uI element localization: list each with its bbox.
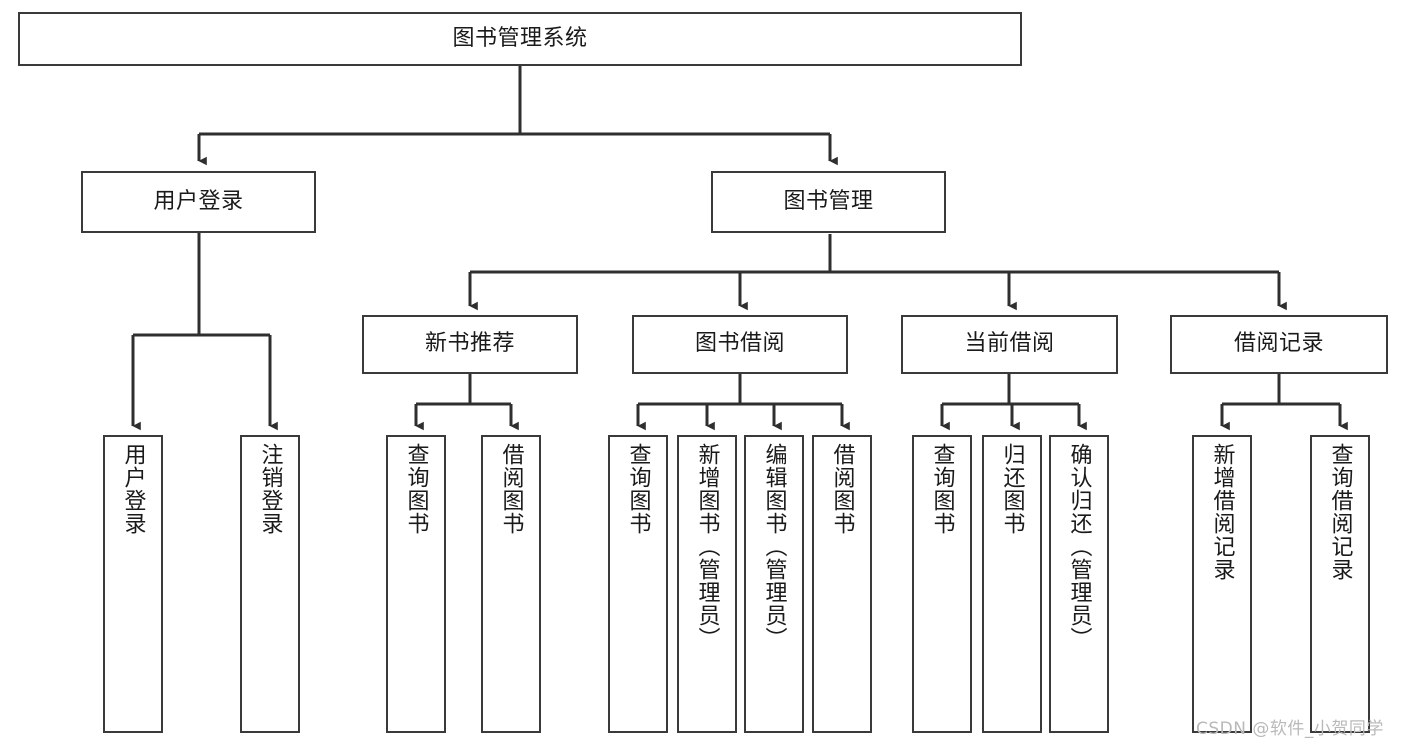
node-label: 新书推荐 — [424, 331, 515, 357]
node-book-borrow[interactable]: 图书借阅 — [632, 315, 848, 374]
node-label: 查询借阅记录 — [1327, 443, 1353, 581]
node-label: 图书管理系统 — [452, 25, 588, 51]
node-current-borrow[interactable]: 当前借阅 — [901, 315, 1118, 374]
leaf-logout-login[interactable]: 注销登录 — [240, 435, 300, 733]
node-label: 归还图书 — [999, 443, 1025, 535]
node-label: 当前借阅 — [964, 331, 1055, 357]
leaf-query-book-1[interactable]: 查询图书 — [386, 435, 446, 733]
leaf-edit-book[interactable]: 编辑图书（管理员） — [744, 435, 804, 733]
node-label: 借阅记录 — [1233, 331, 1324, 357]
node-label: 注销登录 — [257, 443, 283, 535]
node-label: 借阅图书 — [829, 443, 855, 535]
node-label: 查询图书 — [929, 443, 955, 535]
leaf-borrow-book-2[interactable]: 借阅图书 — [812, 435, 872, 733]
leaf-query-book-3[interactable]: 查询图书 — [912, 435, 972, 733]
leaf-confirm-return[interactable]: 确认归还（管理员） — [1049, 435, 1109, 733]
leaf-borrow-book-1[interactable]: 借阅图书 — [481, 435, 541, 733]
node-label: 用户登录 — [120, 443, 146, 535]
leaf-return-book[interactable]: 归还图书 — [982, 435, 1042, 733]
node-label: 查询图书 — [403, 443, 429, 535]
node-label: 用户登录 — [153, 188, 244, 214]
leaf-add-book[interactable]: 新增图书（管理员） — [677, 435, 737, 733]
node-label: 新增图书（管理员） — [694, 443, 720, 650]
leaf-user-login[interactable]: 用户登录 — [103, 435, 163, 733]
node-label: 编辑图书（管理员） — [761, 443, 787, 650]
node-borrow-record[interactable]: 借阅记录 — [1170, 315, 1388, 374]
node-label: 新增借阅记录 — [1209, 443, 1235, 581]
node-label: 图书借阅 — [694, 331, 785, 357]
leaf-query-book-2[interactable]: 查询图书 — [608, 435, 668, 733]
node-label: 查询图书 — [625, 443, 651, 535]
node-book-manage[interactable]: 图书管理 — [711, 171, 946, 233]
node-new-book-recommend[interactable]: 新书推荐 — [362, 315, 578, 374]
leaf-query-record[interactable]: 查询借阅记录 — [1310, 435, 1370, 733]
leaf-add-record[interactable]: 新增借阅记录 — [1192, 435, 1252, 733]
node-root-system[interactable]: 图书管理系统 — [18, 12, 1022, 66]
node-user-login[interactable]: 用户登录 — [81, 171, 316, 233]
node-label: 借阅图书 — [498, 443, 524, 535]
node-label: 图书管理 — [783, 188, 874, 214]
csdn-watermark: CSDN @软件_小贺同学 — [1196, 719, 1384, 739]
node-label: 确认归还（管理员） — [1066, 443, 1092, 650]
